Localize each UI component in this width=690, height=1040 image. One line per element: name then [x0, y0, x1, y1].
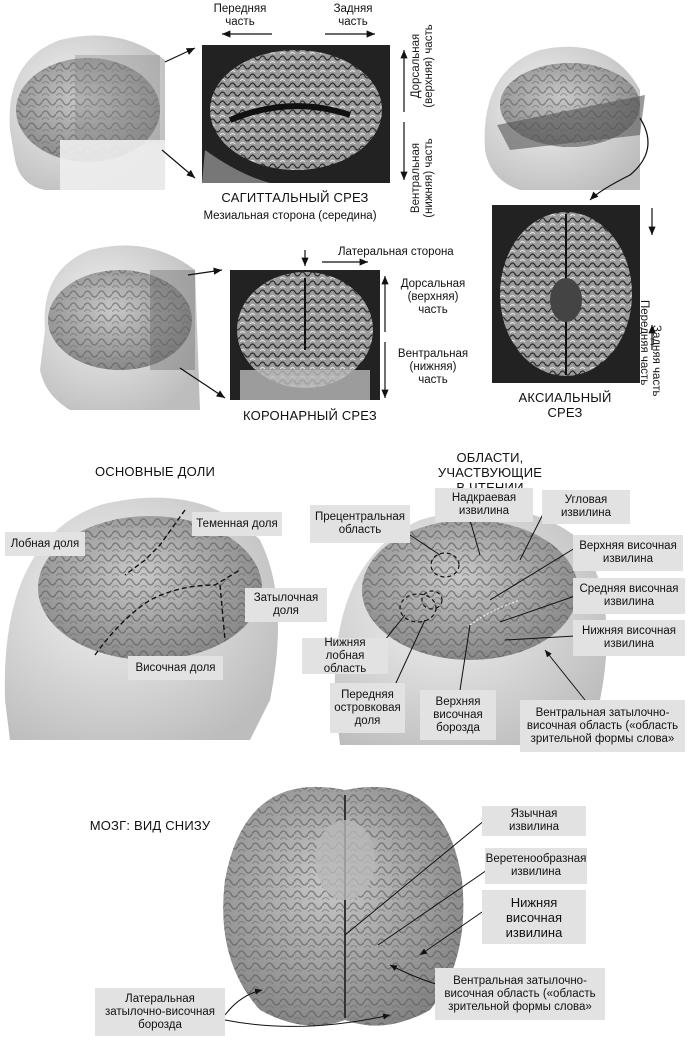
label-mesial-side: Мезиальная сторона (середина): [203, 210, 377, 222]
arrows-top: [161, 30, 656, 399]
label-coronal-ventral: Вентральная (нижняя) часть: [397, 348, 469, 386]
label-temporal-lobe: Височная доля: [128, 656, 223, 680]
label-occipital-lobe: Затылочная доля: [245, 588, 327, 622]
title-lobes: ОСНОВНЫЕ ДОЛИ: [94, 464, 216, 479]
title-axial: АКСИАЛЬНЫЙ СРЕЗ: [518, 390, 612, 420]
label-fusiform-gyrus: Веретенообразная извилина: [485, 848, 587, 884]
head-coronal: [40, 245, 200, 410]
mri-axial: [492, 205, 640, 383]
label-vwfa-bottom: Вентральная затылочно- височная область …: [435, 968, 605, 1020]
label-angular: Угловая извилина: [542, 490, 630, 524]
brain-bottom: [223, 786, 464, 1026]
mri-sagittal: [202, 45, 390, 183]
label-lateral-occipitotemporal-sulcus: Латеральная затылочно-височная борозда: [95, 988, 225, 1036]
label-inferior-frontal: Нижняя лобная область: [302, 637, 388, 675]
label-sagittal-posterior: Задняя часть: [333, 3, 373, 28]
label-superior-temporal-gyrus: Верхняя височная извилина: [573, 535, 683, 571]
mri-coronal: [230, 270, 380, 400]
leaders-bottom: [224, 819, 491, 1027]
label-coronal-dorsal: Дорсальная (верхняя) часть: [400, 278, 466, 316]
label-vwfa-reading: Вентральная затылочно- височная область …: [520, 700, 685, 752]
label-axial-posterior: Задняя часть: [650, 325, 662, 397]
head-sagittal: [9, 35, 166, 190]
label-inferior-temporal-gyrus: Нижняя височная извилина: [573, 620, 685, 656]
title-sagittal: САГИТТАЛЬНЫЙ СРЕЗ: [221, 190, 369, 205]
title-bottom-view: МОЗГ: ВИД СНИЗУ: [89, 818, 211, 833]
label-bottom-inferior-temporal: Нижняя височная извилина: [482, 890, 586, 944]
label-precentral: Прецентральная область: [310, 505, 410, 543]
label-supramarginal: Надкраевая извилина: [435, 488, 533, 522]
label-lingual-gyrus: Язычная извилина: [482, 806, 586, 836]
label-sagittal-dorsal: Дорсальная (верхняя) часть: [410, 24, 435, 108]
label-coronal-lateral: Латеральная сторона: [338, 246, 454, 258]
leaders-reading: [384, 509, 586, 701]
label-superior-temporal-sulcus: Верхняя височная борозда: [420, 690, 496, 740]
label-anterior-insula: Передняя островковая доля: [330, 683, 405, 733]
label-parietal-lobe: Теменная доля: [192, 512, 282, 536]
head-axial: [484, 46, 645, 191]
title-coronal: КОРОНАРНЫЙ СРЕЗ: [243, 408, 377, 423]
label-frontal-lobe: Лобная доля: [5, 532, 85, 556]
label-middle-temporal-gyrus: Средняя височная извилина: [573, 578, 685, 614]
label-sagittal-anterior: Передняя часть: [213, 3, 267, 28]
